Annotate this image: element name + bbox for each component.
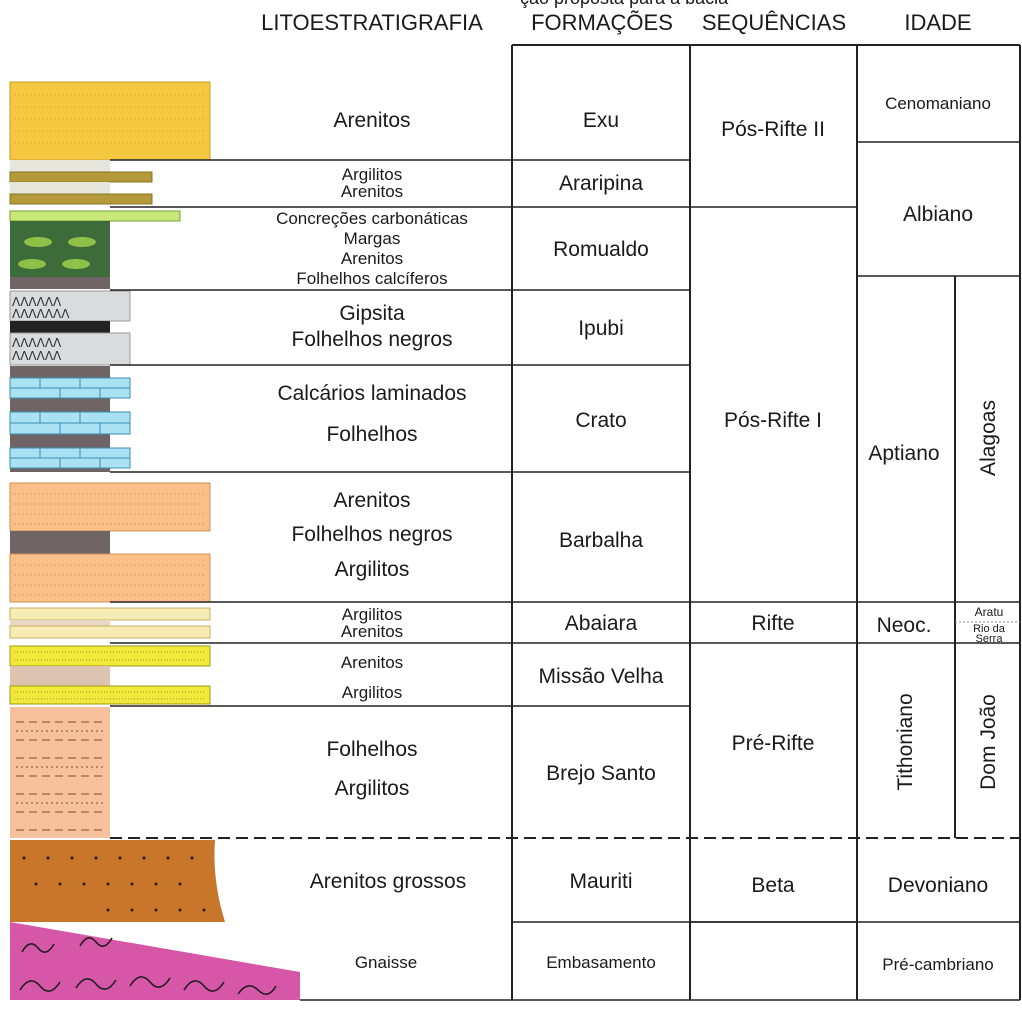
romualdo-marl-layer (10, 221, 110, 277)
lithology-label: Folhelhos negros (291, 523, 452, 546)
caption-fragment: ção proposta para a bacia (520, 0, 729, 8)
age-neocomiano: Neoc. (877, 614, 932, 637)
sequence-pos-rifte-ii: Pós-Rifte II (721, 118, 825, 141)
abaiara-layer (10, 608, 210, 620)
formation-mauriti: Mauriti (569, 870, 632, 893)
sequence-rifte: Rifte (751, 612, 794, 635)
lithology-label: Arenitos (333, 489, 410, 512)
formation-exu: Exu (583, 109, 619, 132)
formation-ipubi: Ipubi (578, 317, 624, 340)
formation-romualdo: Romualdo (553, 238, 649, 261)
age-devoniano: Devoniano (888, 874, 988, 897)
formation-embasamento: Embasamento (546, 953, 656, 972)
lithology-label: Folhelhos (326, 738, 417, 761)
lithology-label: Arenitos grossos (310, 870, 466, 893)
lithology-label: Calcários laminados (277, 382, 466, 405)
stage-aratu: Aratu (975, 605, 1004, 619)
header-sequencias: SEQUÊNCIAS (702, 10, 846, 35)
missao-velha-sandstone-layer (10, 646, 210, 666)
formation-abaiara: Abaiara (565, 612, 638, 635)
sequence-labels: Pós-Rifte II Pós-Rifte I Rifte Pré-Rifte… (721, 118, 825, 897)
lithology-label: Folhelhos calcíferos (296, 269, 447, 288)
lithology-label: Gnaisse (355, 953, 417, 972)
lithology-label: Arenitos (341, 249, 403, 268)
lithology-label: Gipsita (339, 302, 405, 325)
lithology-label: Folhelhos negros (291, 328, 452, 351)
formation-brejo-santo: Brejo Santo (546, 762, 656, 785)
brejo-santo-shale-layer (10, 707, 110, 838)
romualdo-concretion-layer (10, 211, 180, 221)
age-labels: Cenomaniano Albiano Aptiano Neoc. Tithon… (868, 94, 1005, 974)
lithology-column: ΛΛΛΛΛΛ ΛΛΛΛΛΛΛ ΛΛΛΛΛΛ ΛΛΛΛΛΛ (10, 82, 300, 1000)
age-albiano: Albiano (903, 203, 973, 226)
formation-araripina: Araripina (559, 172, 643, 195)
stage-rio-da-serra-line2: Serra (976, 633, 1004, 645)
lithology-label: Margas (344, 229, 401, 248)
sequence-pre-rifte: Pré-Rifte (732, 732, 815, 755)
lithology-label: Concreções carbonáticas (276, 209, 468, 228)
stage-alagoas: Alagoas (977, 400, 1000, 476)
age-cenomaniano: Cenomaniano (885, 94, 991, 113)
lithology-label: Arenitos (341, 622, 403, 641)
header-idade: IDADE (904, 10, 971, 35)
lithology-label: Arenitos (341, 653, 403, 672)
header-litostratigrafia: LITOESTRATIGRAFIA (261, 10, 483, 35)
lithology-labels: Arenitos Argilitos Arenitos Concreções c… (276, 109, 468, 972)
mauriti-conglomerate-layer (10, 840, 225, 922)
sequence-beta: Beta (751, 874, 795, 897)
lithology-label: Folhelhos (326, 423, 417, 446)
header-formacoes: FORMAÇÕES (531, 10, 673, 35)
lithology-label: Argilitos (335, 777, 410, 800)
age-tithoniano: Tithoniano (894, 693, 917, 790)
stage-dom-joao: Dom João (977, 694, 1000, 790)
formation-labels: Exu Araripina Romualdo Ipubi Crato Barba… (539, 109, 664, 972)
svg-text:ΛΛΛΛΛΛ: ΛΛΛΛΛΛ (12, 336, 62, 350)
araripina-mudstone-layer (10, 172, 152, 182)
age-pre-cambriano: Pré-cambriano (882, 955, 994, 974)
formation-barbalha: Barbalha (559, 529, 643, 552)
exu-sandstone-layer (10, 82, 210, 160)
svg-text:ΛΛΛΛΛΛΛ: ΛΛΛΛΛΛΛ (12, 307, 70, 321)
lithology-label: Arenitos (341, 182, 403, 201)
lithology-label: Argilitos (342, 683, 402, 702)
sequence-pos-rifte-i: Pós-Rifte I (724, 409, 822, 432)
formation-crato: Crato (575, 409, 626, 432)
age-aptiano: Aptiano (868, 442, 939, 465)
svg-text:ΛΛΛΛΛΛ: ΛΛΛΛΛΛ (12, 349, 62, 363)
lithology-label: Argilitos (335, 558, 410, 581)
lithology-label: Arenitos (333, 109, 410, 132)
formation-missao-velha: Missão Velha (539, 665, 664, 688)
